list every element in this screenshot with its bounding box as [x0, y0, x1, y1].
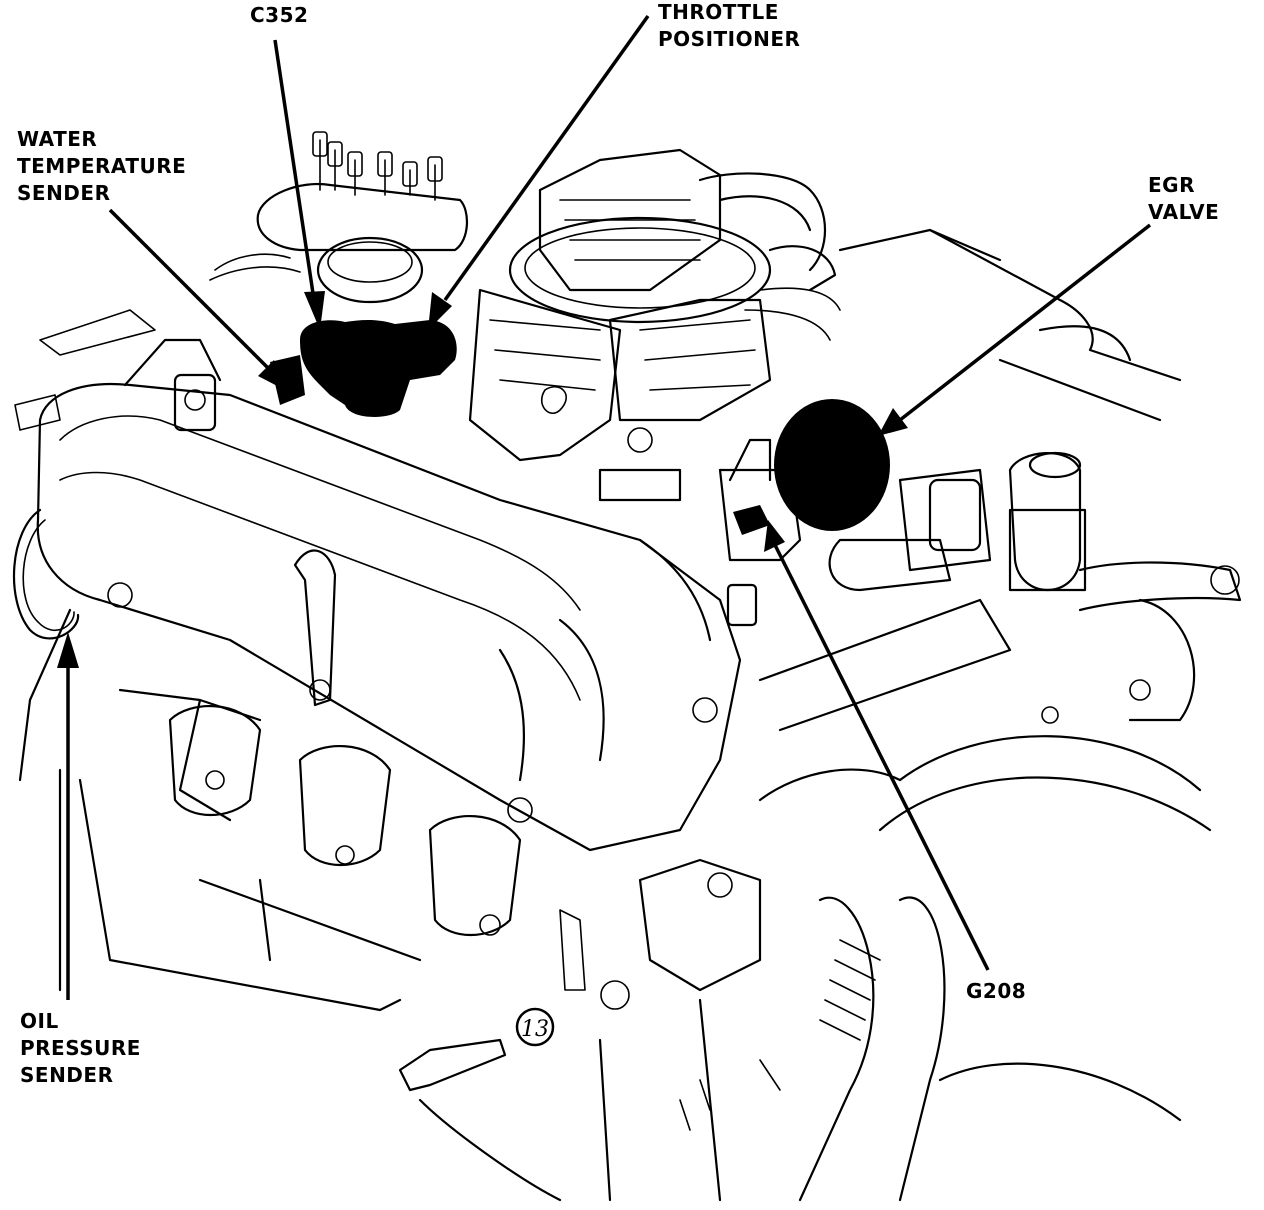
label-c352: C352: [250, 3, 309, 27]
c352-arrowhead: [304, 291, 325, 330]
label-oil-pressure-sender: OIL PRESSURE SENDER: [20, 1008, 141, 1089]
egr-valve-arrowhead: [878, 408, 908, 436]
carburetor: [468, 148, 841, 502]
intake-manifold: [14, 309, 742, 852]
throttle-positioner-highlight: [300, 320, 457, 417]
label-water-temperature-line1: WATER: [17, 127, 98, 151]
throttle-positioner-arrowhead: [428, 292, 452, 330]
label-oil-pressure-line1: OIL: [20, 1009, 59, 1033]
egr-valve-leader: [898, 223, 1152, 422]
label-oil-pressure-line2: PRESSURE: [20, 1036, 141, 1060]
water-temp-sender-highlight: [270, 355, 305, 405]
water-temperature-leader: [108, 208, 272, 372]
label-throttle-positioner-line2: POSITIONER: [658, 27, 801, 51]
label-water-temperature-line2: TEMPERATURE: [17, 154, 187, 178]
highlighted-components: [270, 320, 890, 535]
label-oil-pressure-line3: SENDER: [20, 1063, 114, 1087]
label-water-temperature-sender: WATER TEMPERATURE SENDER: [17, 126, 186, 207]
callout-13-text: 13: [521, 1017, 549, 1042]
oil-pressure-arrowhead: [57, 632, 79, 668]
label-egr-valve-line2: VALVE: [1148, 200, 1220, 224]
throttle-positioner-leader: [443, 14, 650, 302]
label-egr-valve: EGR VALVE: [1148, 172, 1219, 226]
callout-13: 13: [515, 1007, 555, 1047]
g208-leader: [773, 544, 990, 971]
c352-leader: [273, 39, 316, 301]
flywheel: [758, 598, 1212, 1202]
g208-arrowhead: [764, 520, 785, 552]
egr-assembly: [718, 228, 1242, 724]
label-throttle-positioner: THROTTLE POSITIONER: [658, 0, 800, 53]
g208-highlight: [733, 505, 770, 535]
engine-block: [18, 608, 781, 1202]
label-egr-valve-line1: EGR: [1148, 173, 1195, 197]
label-g208: G208: [966, 979, 1027, 1003]
leader-arrows: [57, 14, 1152, 1000]
label-throttle-positioner-line1: THROTTLE: [658, 0, 779, 24]
water-temperature-arrowhead: [258, 360, 285, 390]
oil-pressure-wire: [12, 508, 80, 640]
distributor: [209, 131, 468, 304]
label-water-temperature-line3: SENDER: [17, 181, 111, 205]
engine-illustration: 13: [12, 131, 1242, 1202]
egr-valve-highlight: [774, 399, 890, 531]
